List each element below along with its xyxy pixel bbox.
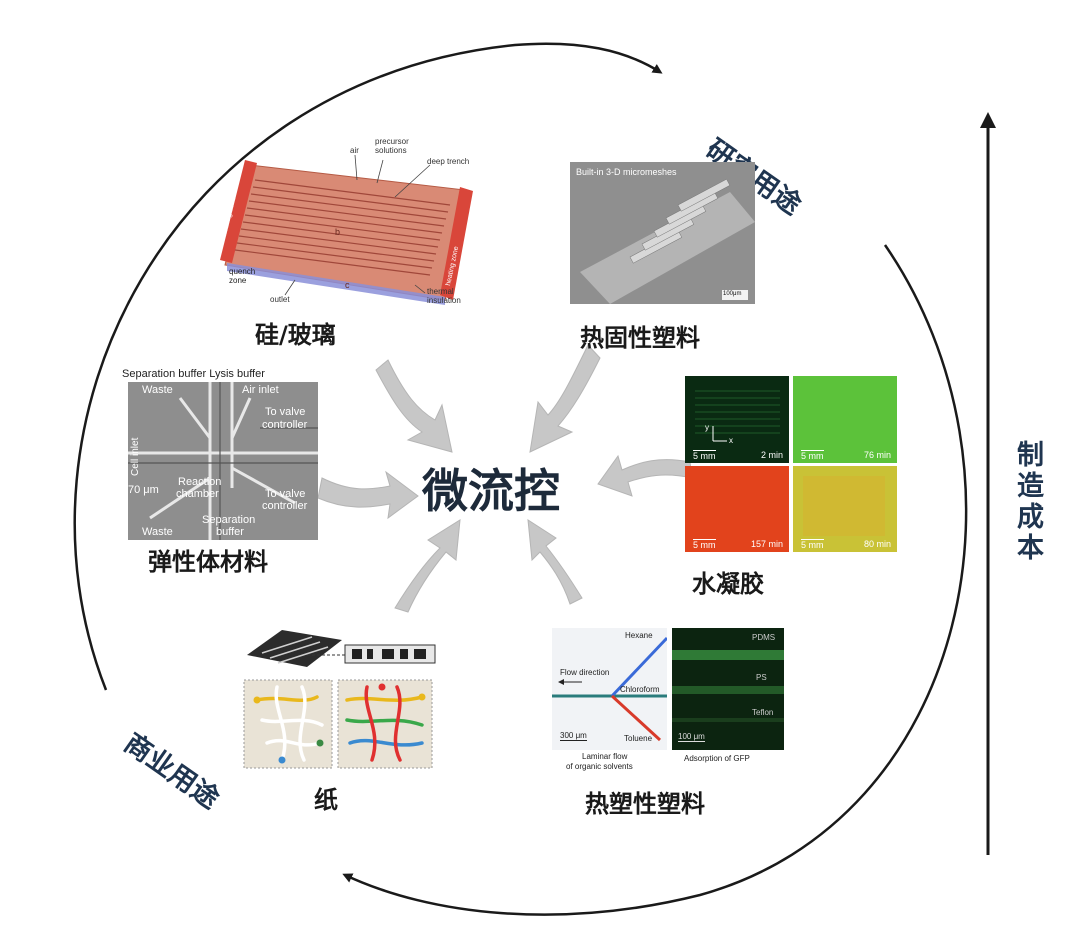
- arrow-from-hydrogel: [597, 454, 693, 497]
- paper-image: [242, 625, 442, 770]
- label-solutions: solutions: [375, 146, 407, 155]
- gfp-caption: Adsorption of GFP: [684, 754, 750, 763]
- hydrogel-tile-2-time: 76 min: [863, 450, 891, 460]
- silicon-glass-image: air precursor solutions deep trench b qu…: [215, 135, 490, 320]
- hydrogel-tile-3-time: 157 min: [750, 539, 783, 549]
- laminar-flow-subpanel: Hexane Flow direction Chloroform Toluene…: [552, 628, 667, 750]
- label-hexane: Hexane: [625, 631, 653, 640]
- laminar-caption-2: of organic solvents: [566, 762, 633, 771]
- label-c: c: [345, 280, 350, 290]
- laminar-caption-1: Laminar flow: [582, 752, 628, 761]
- gfp-scale: 100 μm: [678, 732, 705, 742]
- hydrogel-axis-x: x: [729, 436, 733, 445]
- thermoplastic-label: 热塑性塑料: [585, 790, 705, 818]
- label-b: b: [335, 227, 341, 237]
- thermoset-image: Built-in 3-D micromeshes 100μm: [570, 162, 755, 304]
- hydrogel-tile-2-scale: 5 mm: [801, 450, 824, 461]
- manufacturing-cost-label: 制造成本: [1012, 440, 1043, 564]
- label-precursor: precursor: [375, 137, 409, 146]
- hydrogel-tile-4-time: 80 min: [863, 539, 891, 549]
- thermoplastic-image: Hexane Flow direction Chloroform Toluene…: [552, 628, 784, 778]
- elastomer-cell-inlet: Cell inlet: [130, 437, 141, 476]
- micromesh-scale: 100μm: [723, 291, 742, 297]
- label-chloroform: Chloroform: [620, 685, 660, 694]
- silicon-glass-label: 硅/玻璃: [255, 321, 336, 349]
- elastomer-buffer: buffer: [216, 526, 244, 538]
- hydrogel-axis-y: y: [705, 423, 709, 432]
- hydrogel-tile-4: 5 mm 80 min: [793, 466, 897, 552]
- hydrogel-image: y x 5 mm 2 min 5 mm 76 min 5 mm 157 min …: [685, 376, 897, 552]
- elastomer-to-valve-2: To valve: [265, 488, 306, 500]
- arrow-from-elastomer: [317, 470, 419, 520]
- label-thermal: thermal: [427, 287, 454, 296]
- hydrogel-tile-4-scale: 5 mm: [801, 539, 824, 550]
- arc-top: [73, 42, 663, 691]
- gfp-subpanel: PDMS PS Teflon 100 μm: [672, 628, 784, 750]
- elastomer-waste-top: Waste: [142, 384, 173, 396]
- label-outlet: outlet: [270, 295, 290, 304]
- micromesh-drawing: [570, 162, 755, 304]
- elastomer-air-inlet: Air inlet: [242, 384, 279, 396]
- arrow-from-thermoplastic: [527, 519, 583, 605]
- paper-devices-drawing: [243, 630, 436, 769]
- label-toluene: Toluene: [624, 734, 653, 743]
- elastomer-top-label: Separation buffer Lysis buffer: [122, 368, 265, 380]
- elastomer-controller-1: controller: [262, 419, 308, 431]
- silicon-chip-drawing: [220, 154, 473, 305]
- elastomer-to-valve-1: To valve: [265, 406, 306, 418]
- arrow-from-paper: [394, 519, 461, 613]
- hydrogel-tile-3: 5 mm 157 min: [685, 466, 789, 552]
- hydrogel-label: 水凝胶: [692, 570, 764, 598]
- hydrogel-tile-2: 5 mm 76 min: [793, 376, 897, 463]
- arrow-from-silicon: [375, 359, 453, 453]
- elastomer-reaction: Reaction: [178, 476, 222, 488]
- label-ps: PS: [756, 673, 767, 682]
- elastomer-chamber: chamber: [176, 488, 219, 500]
- hydrogel-tile-3-scale: 5 mm: [693, 539, 716, 550]
- label-teflon: Teflon: [752, 708, 774, 717]
- elastomer-scale: 70 μm: [128, 484, 159, 496]
- paper-label: 纸: [314, 786, 338, 814]
- label-deep-trench: deep trench: [427, 157, 470, 166]
- arc-bottom: [342, 244, 968, 916]
- label-air: air: [350, 146, 359, 155]
- hydrogel-tile-1-time: 2 min: [760, 450, 783, 460]
- label-pdms: PDMS: [752, 633, 776, 642]
- label-insulation: insulation: [427, 296, 461, 305]
- elastomer-image: Separation buffer Lysis buffer Waste Air…: [120, 368, 318, 540]
- center-title: 微流控: [422, 464, 560, 518]
- elastomer-channels: [128, 382, 318, 540]
- laminar-scale: 300 μm: [560, 731, 587, 741]
- label-flow-direction: Flow direction: [560, 668, 610, 677]
- label-zone: zone: [229, 276, 247, 285]
- micromesh-title: Built-in 3-D micromeshes: [576, 167, 677, 177]
- arrow-from-thermoset: [529, 344, 601, 453]
- thermoset-label: 热固性塑料: [580, 324, 700, 352]
- elastomer-waste-bottom: Waste: [142, 526, 173, 538]
- label-quench: quench: [229, 267, 256, 276]
- elastomer-controller-2: controller: [262, 500, 308, 512]
- elastomer-label: 弹性体材料: [148, 548, 268, 576]
- hydrogel-tile-1-scale: 5 mm: [693, 450, 716, 461]
- hydrogel-tile-1: y x 5 mm 2 min: [685, 376, 789, 463]
- elastomer-separation: Separation: [202, 514, 256, 526]
